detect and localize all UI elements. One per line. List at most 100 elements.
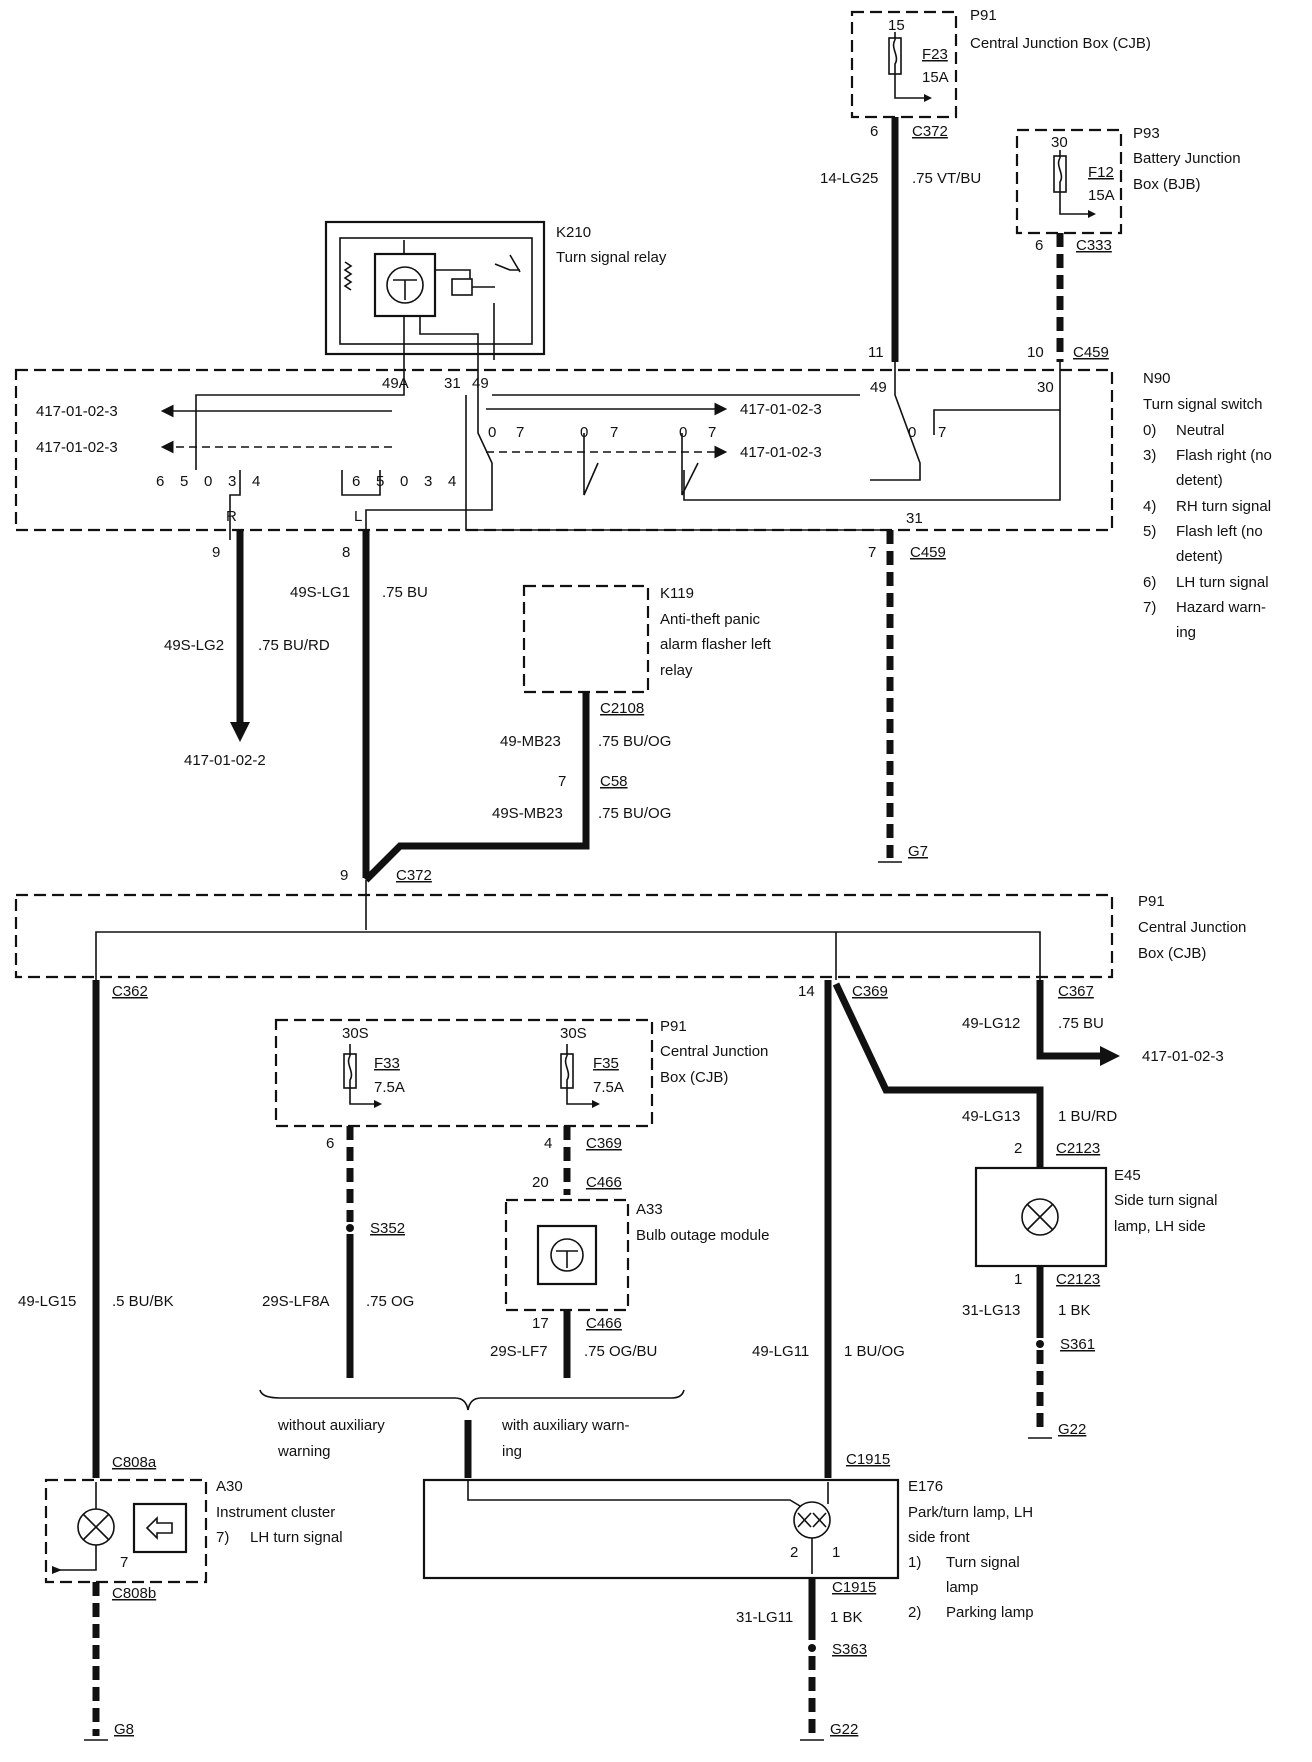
wire-circuit: 29S-LF8A: [262, 1293, 330, 1310]
fuse-name: F12: [1088, 164, 1114, 181]
contact-label: 4: [448, 473, 456, 490]
component-name: lamp, LH side: [1114, 1218, 1206, 1235]
wire-spec: .75 BU/OG: [598, 805, 671, 822]
wire-circuit: 49S-LG2: [164, 637, 224, 654]
splice-label: S361: [1060, 1336, 1095, 1353]
connector-label: C2123: [1056, 1140, 1100, 1157]
pin-label: 20: [532, 1174, 549, 1191]
wire-circuit: 31-LG13: [962, 1302, 1020, 1319]
position-num: 7): [1143, 599, 1156, 616]
relay-pin: 49: [472, 375, 489, 392]
fuse-rating: 15A: [922, 69, 949, 86]
position-num: 3): [1143, 447, 1156, 464]
position-num: 2): [908, 1604, 921, 1621]
component-name: Central Junction: [1138, 919, 1246, 936]
pin-label: 1: [1014, 1271, 1022, 1288]
pin-label: 6: [326, 1135, 334, 1152]
switch-pin: 30: [1037, 379, 1054, 396]
k210-relay: K210 Turn signal relay: [324, 220, 667, 356]
note-text: with auxiliary warn-: [501, 1417, 630, 1434]
pin-label: 17: [532, 1315, 549, 1332]
component-name: Box (BJB): [1133, 176, 1201, 193]
wire-spec: 1 BU/OG: [844, 1343, 905, 1360]
position-num: 1): [908, 1554, 921, 1571]
wire-spec: 1 BU/RD: [1058, 1108, 1117, 1125]
relay-pin: 49A: [382, 375, 409, 392]
contact-label: 0: [580, 424, 588, 441]
connector-label: C459: [1073, 344, 1109, 361]
pin-label: 2: [790, 1544, 798, 1561]
pin-label: 15: [888, 17, 905, 34]
relay-coil-icon: [386, 266, 424, 304]
component-name: Turn signal: [946, 1554, 1020, 1571]
connector-label: C333: [1076, 237, 1112, 254]
pin-label: 30S: [342, 1025, 369, 1042]
reference-label: 417-01-02-3: [36, 403, 118, 420]
contact-label: 7: [610, 424, 618, 441]
connector-label: C1915: [832, 1579, 876, 1596]
splice-icon: [1036, 1340, 1044, 1348]
component-name: Turn signal switch: [1143, 396, 1263, 413]
wire-circuit: 49-LG12: [962, 1015, 1020, 1032]
component-name: LH turn signal: [250, 1529, 343, 1546]
p91-mid-junction-box: P91 Central Junction Box (CJB): [14, 880, 1246, 980]
contact-label: 3: [228, 473, 236, 490]
connector-label: C362: [112, 983, 148, 1000]
note-text: warning: [277, 1443, 331, 1460]
pin-label: 6: [1035, 237, 1043, 254]
pin-label: 14: [798, 983, 815, 1000]
component-id: K210: [556, 224, 591, 241]
component-name: Park/turn lamp, LH: [908, 1504, 1033, 1521]
connector-label: C808a: [112, 1454, 157, 1471]
contact-label: 0: [400, 473, 408, 490]
connector-label: C367: [1058, 983, 1094, 1000]
wire-spec: .75 VT/BU: [912, 170, 981, 187]
switch-pin: 49: [870, 379, 887, 396]
e176-park-turn-lamp: E176 Park/turn lamp, LH side front 1) Tu…: [422, 1478, 1034, 1621]
fuse-name: F23: [922, 46, 948, 63]
contact-label: 5: [180, 473, 188, 490]
component-id: N90: [1143, 370, 1171, 387]
position-text: detent): [1176, 548, 1223, 565]
pin-label: 7: [558, 773, 566, 790]
a33-bulb-outage-module: A33 Bulb outage module: [504, 1198, 769, 1312]
component-id: P91: [970, 7, 997, 24]
position-num: 0): [1143, 422, 1156, 439]
connector-label: C466: [586, 1315, 622, 1332]
component-name: Turn signal relay: [556, 249, 667, 266]
splice-label: S352: [370, 1220, 405, 1237]
reference-label: 417-01-02-3: [36, 439, 118, 456]
position-num: 7): [216, 1529, 229, 1546]
switch-pin: 31: [906, 510, 923, 527]
pin-label: 30: [1051, 134, 1068, 151]
n90-turn-signal-switch: 11 10 C459 N90 Turn signal switch 0) Neu…: [14, 344, 1272, 641]
component-name: Anti-theft panic: [660, 611, 761, 628]
a30-instrument-cluster: A30 Instrument cluster 7) LH turn signal: [44, 1478, 343, 1584]
pin-label: 30S: [560, 1025, 587, 1042]
wire-spec: .75 BU: [382, 584, 428, 601]
component-name: side front: [908, 1529, 971, 1546]
connector-label: C459: [910, 544, 946, 561]
wire-circuit: 29S-LF7: [490, 1343, 548, 1360]
fuse-rating: 15A: [1088, 187, 1115, 204]
pin-label: 9: [340, 867, 348, 884]
position-text: Neutral: [1176, 422, 1224, 439]
contact-label: 7: [708, 424, 716, 441]
contact-label: 7: [516, 424, 524, 441]
lamp-icon: [1021, 1198, 1059, 1236]
wire-spec: .75 BU/RD: [258, 637, 330, 654]
wire-49-lg12: [1036, 980, 1104, 1060]
module-icon: [550, 1238, 584, 1272]
component-id: P93: [1133, 125, 1160, 142]
connector-label: C369: [852, 983, 888, 1000]
contact-label: 4: [252, 473, 260, 490]
pin-label: 10: [1027, 344, 1044, 361]
pin-label: 11: [868, 344, 884, 361]
component-id: E176: [908, 1478, 943, 1495]
wire-circuit: 49S-LG1: [290, 584, 350, 601]
position-text: Hazard warn-: [1176, 599, 1266, 616]
connector-label: C1915: [846, 1451, 890, 1468]
wire-spec: .75 BU/OG: [598, 733, 671, 750]
p91-fuse-box-f33-f35: 30S 30S F33 7.5A F35 7.5A P91 Central Ju…: [274, 1018, 768, 1128]
